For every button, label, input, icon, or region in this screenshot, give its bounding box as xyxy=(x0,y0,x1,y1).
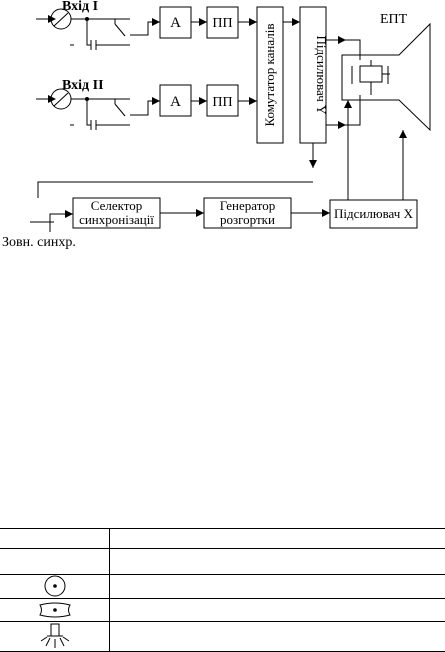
preamp-2-label: ПП xyxy=(212,95,232,110)
input-2-label: Вхід ІІ xyxy=(62,78,104,93)
input-1-label: Вхід І xyxy=(62,0,98,14)
amplifier-1-label: А xyxy=(170,15,181,31)
sweep-generator-line-1: Генератор xyxy=(220,198,275,213)
channel-switch xyxy=(256,6,284,144)
amplifier-y-label: Підсилювач Y xyxy=(314,36,329,116)
circle-dot-icon xyxy=(44,575,66,597)
preamp-1-label: ПП xyxy=(212,16,232,31)
amplifier-2-label: А xyxy=(170,94,181,110)
channel-switch-label: Комутатор каналів xyxy=(262,23,277,126)
external-sync-label: Зовн. синхр. xyxy=(2,235,76,250)
amplifier-x-label: Підсилювач Х xyxy=(334,206,414,221)
symbol-table xyxy=(0,528,445,652)
amplifier-x xyxy=(329,199,418,229)
lamp-icon xyxy=(40,623,70,648)
arrow-input-2 xyxy=(48,95,56,103)
flat-knob-icon xyxy=(39,602,71,618)
crt-label: ЕПТ xyxy=(380,12,408,27)
oscilloscope-block-diagram: Вхід І Вхід ІІ А ПП А ПП Комутатор канал… xyxy=(2,0,431,250)
sync-selector-line-1: Селектор xyxy=(91,198,143,213)
arrow-input-1 xyxy=(48,15,56,23)
sweep-generator-line-2: розгортки xyxy=(220,212,275,227)
sync-selector-line-2: синхронізації xyxy=(79,212,154,227)
crt-plates xyxy=(359,65,383,83)
crt xyxy=(341,22,431,132)
